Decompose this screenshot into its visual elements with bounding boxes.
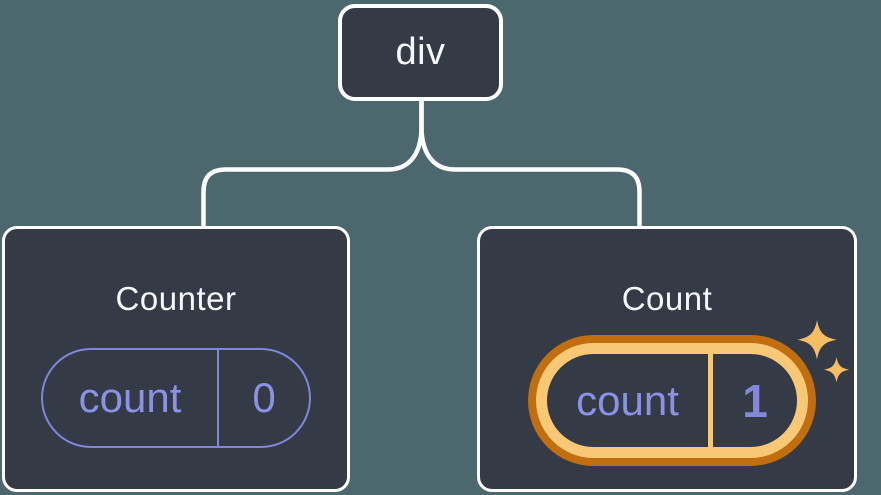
state-pill-divider [708,354,713,447]
state-key-label: count [43,350,219,446]
component-title: Counter [115,280,237,317]
connector-left-branch [201,96,424,230]
sparkle-small [823,357,850,383]
state-pill: count 1 [547,354,797,447]
state-value: 0 [252,374,276,421]
root-node: div [338,4,503,101]
state-key-label: count [576,376,679,424]
highlighted-state-pill: count 1 [528,335,816,466]
connector-right-branch [419,96,642,230]
count-component-card: Count count 1 [477,226,857,492]
root-node-label: div [395,31,446,73]
state-value: 1 [742,374,768,427]
sparkle-large [797,320,837,360]
counter-component-card: Counter count 0 [2,226,350,492]
highlight-ring: count 1 [536,343,808,458]
component-title: Count [621,280,713,317]
state-pill: count 0 [41,348,311,448]
sparkles-icon [797,320,850,383]
